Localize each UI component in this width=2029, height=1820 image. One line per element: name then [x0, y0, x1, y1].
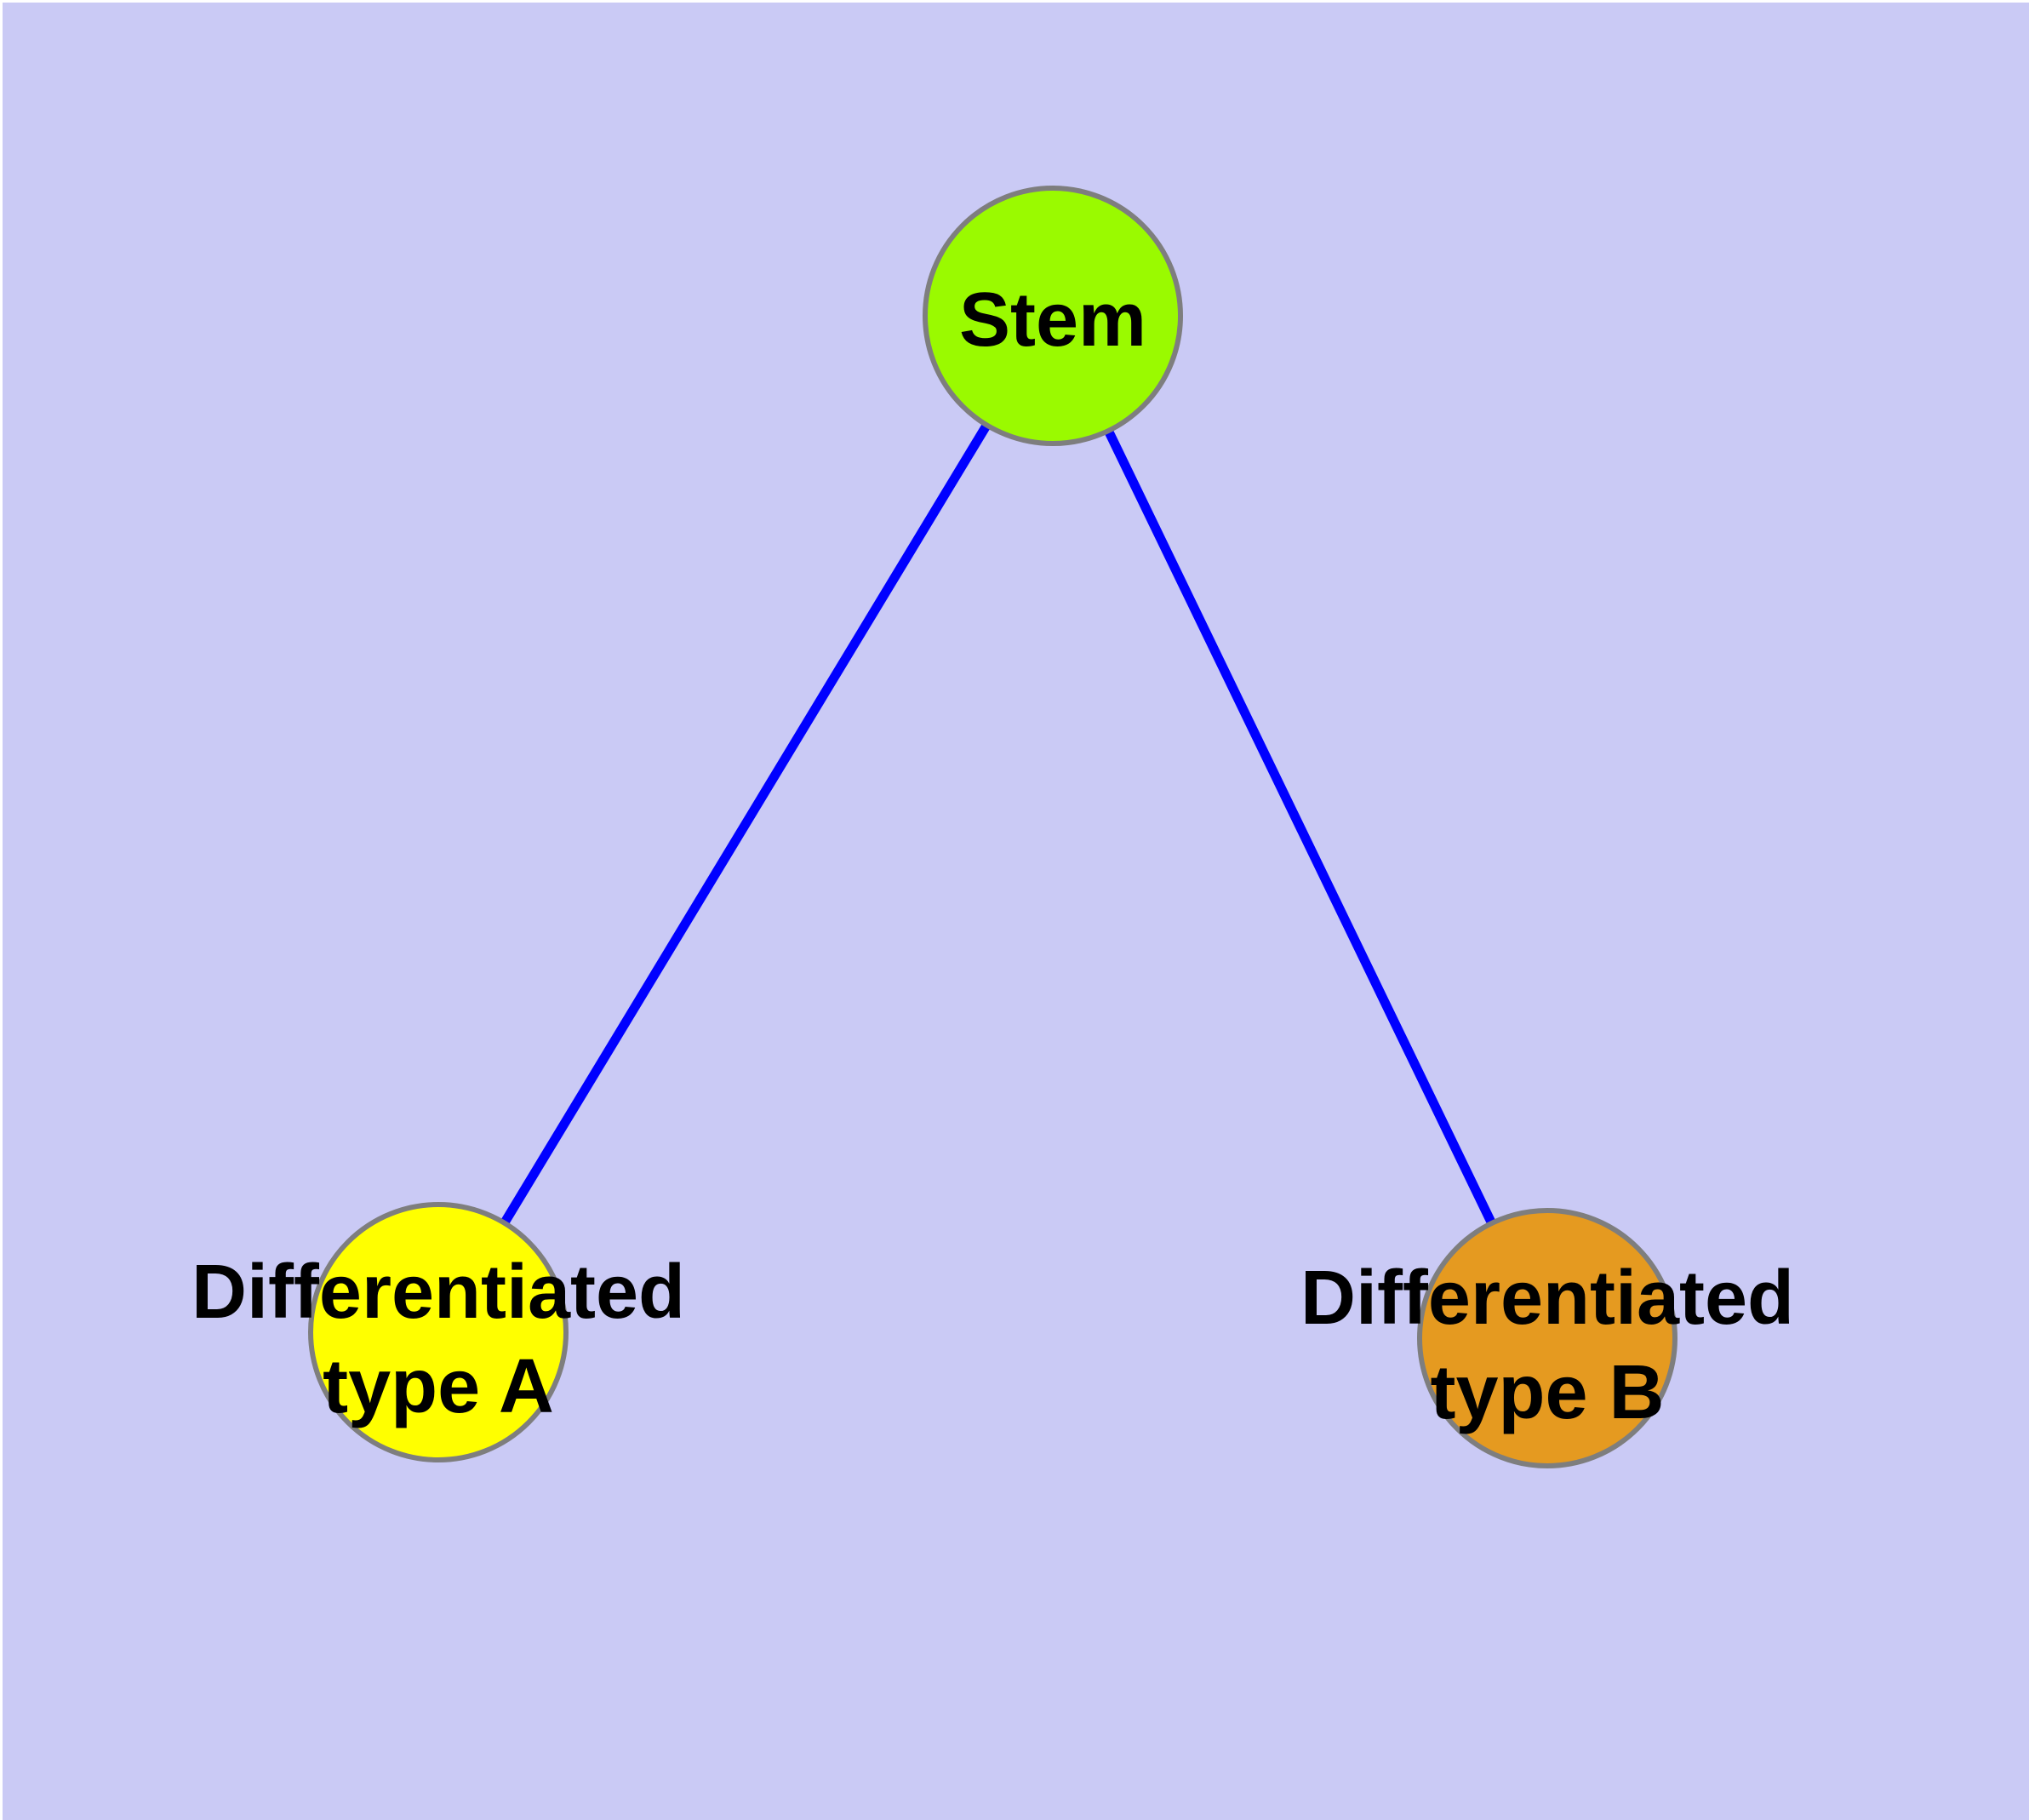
node-differentiated-type-b — [1417, 1208, 1677, 1468]
node-type-b-label-line-2: type B — [1430, 1350, 1664, 1435]
edge-stem-to-type-b — [1049, 313, 1552, 1341]
node-differentiated-type-a — [308, 1202, 569, 1462]
node-type-a-label-line-2: type A — [323, 1344, 554, 1429]
node-type-b-label-line-1: Differentiated — [1300, 1256, 1794, 1341]
edge-stem-to-type-a — [434, 313, 1057, 1335]
node-stem — [923, 186, 1183, 446]
node-stem-label: Stem — [959, 278, 1146, 363]
node-type-a-label-line-1: Differentiated — [191, 1250, 685, 1335]
